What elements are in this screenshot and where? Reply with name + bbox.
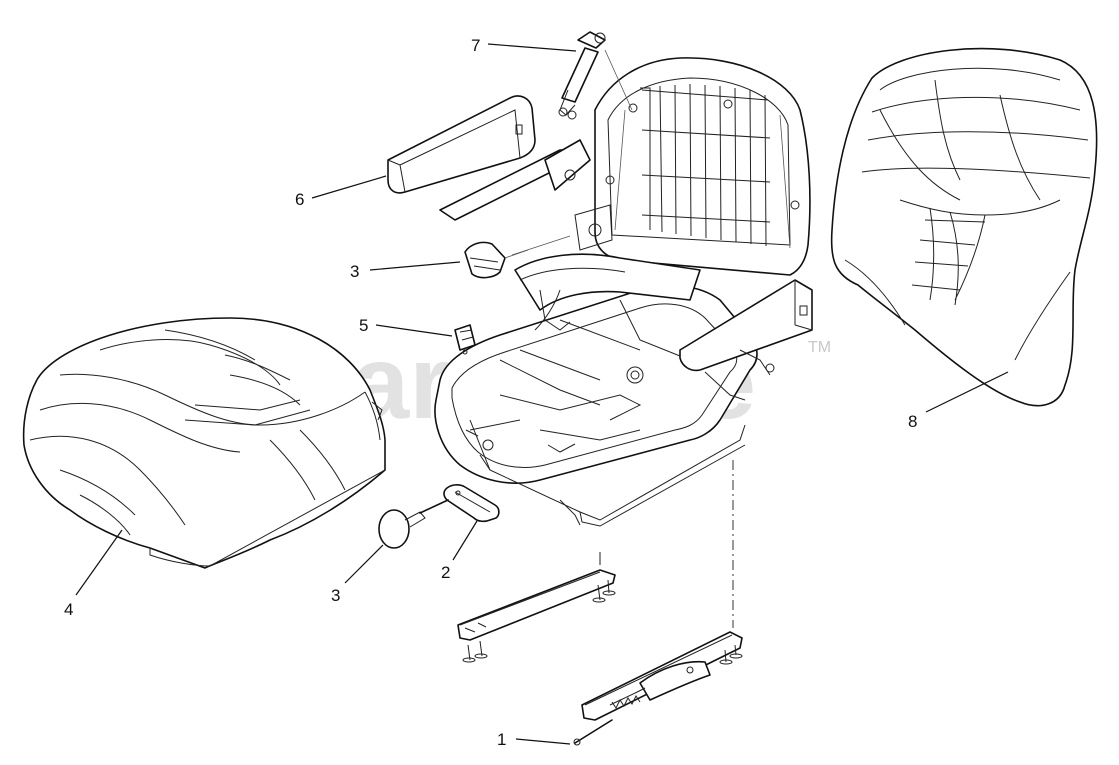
part-latch-plate[interactable] xyxy=(443,484,500,523)
callout-6[interactable]: 6 xyxy=(295,175,387,209)
part-seat-back-frame xyxy=(594,57,811,276)
callout-7[interactable]: 7 xyxy=(471,36,577,55)
part-seat-base-frame xyxy=(434,204,813,527)
part-switch[interactable] xyxy=(454,324,476,355)
part-armrest[interactable] xyxy=(387,95,536,194)
callout-3-upper[interactable]: 3 xyxy=(350,261,461,281)
part-knob-upper[interactable] xyxy=(464,241,529,279)
part-seat-rail-left[interactable] xyxy=(457,552,616,663)
callout-3-lower[interactable]: 3 xyxy=(331,544,384,605)
callout-5-number: 5 xyxy=(359,316,368,335)
callout-4[interactable]: 4 xyxy=(64,529,123,619)
part-seat-back-cushion[interactable] xyxy=(830,47,1098,407)
part-knob-lower[interactable] xyxy=(378,499,449,549)
callout-2-number: 2 xyxy=(441,563,450,582)
callout-3-upper-number: 3 xyxy=(350,262,359,281)
part-seat-rail-right[interactable] xyxy=(573,631,743,746)
callout-1[interactable]: 1 xyxy=(497,730,571,749)
callout-3-lower-number: 3 xyxy=(331,586,340,605)
callout-8[interactable]: 8 xyxy=(908,371,1009,431)
part-armrest-bracket xyxy=(439,139,591,221)
callout-6-number: 6 xyxy=(295,190,304,209)
part-seat-cushion[interactable] xyxy=(22,317,386,569)
callout-7-number: 7 xyxy=(471,36,480,55)
watermark-tm: TM xyxy=(808,339,831,356)
callout-5[interactable]: 5 xyxy=(359,316,453,337)
callout-4-number: 4 xyxy=(64,600,73,619)
callout-8-number: 8 xyxy=(908,412,917,431)
callout-2[interactable]: 2 xyxy=(441,520,478,582)
part-gas-strut[interactable] xyxy=(558,31,633,120)
callout-1-number: 1 xyxy=(497,730,506,749)
